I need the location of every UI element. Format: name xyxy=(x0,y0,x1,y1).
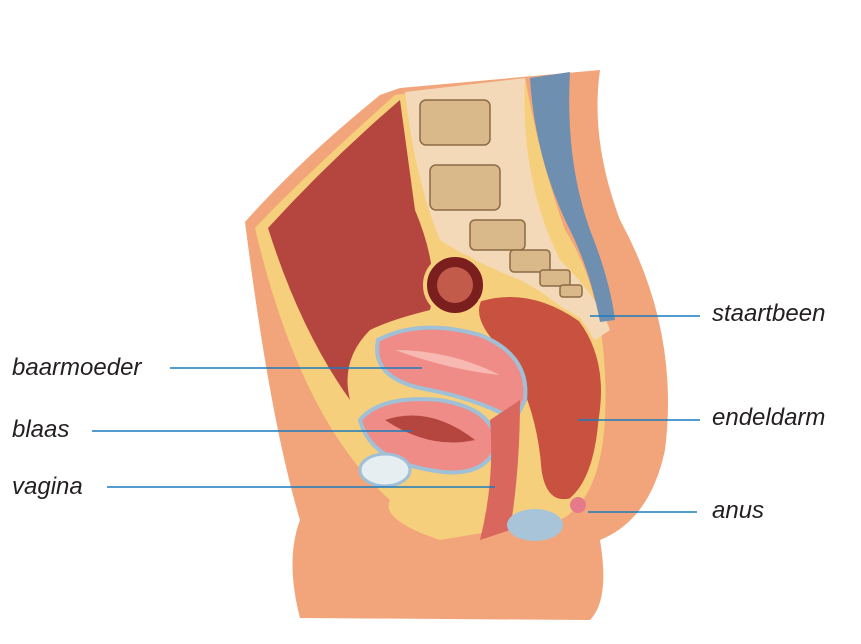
perineal-muscle xyxy=(507,509,563,541)
label-vagina: vagina xyxy=(12,473,83,500)
abdominal-cavity xyxy=(268,100,433,400)
vertebrae xyxy=(419,99,583,298)
pubic-bone xyxy=(358,452,412,488)
label-bladder: blaas xyxy=(12,416,70,443)
label-uterus: baarmoeder xyxy=(12,354,142,381)
label-rectum: endeldarm xyxy=(712,404,826,431)
spinal-canal xyxy=(530,72,615,322)
anus-opening xyxy=(570,497,586,513)
label-coccyx: staartbeen xyxy=(712,300,826,327)
uterus xyxy=(375,325,528,423)
label-anus: anus xyxy=(712,497,765,524)
vagina xyxy=(480,400,520,540)
leader-lines xyxy=(92,315,700,513)
